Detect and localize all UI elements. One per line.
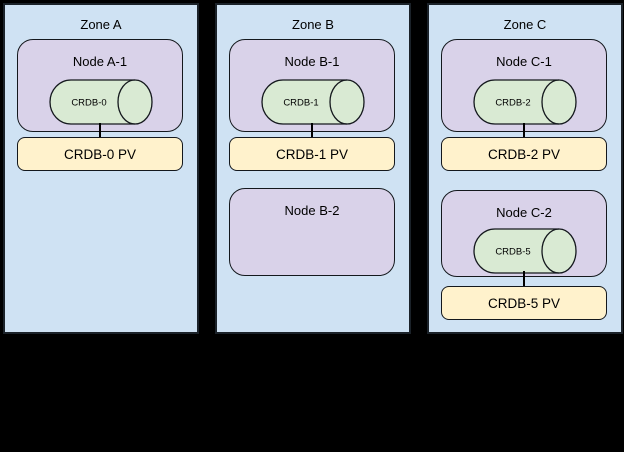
node-a1-label: Node A-1	[72, 54, 128, 69]
node-b1: Node B-1 CRDB-1	[229, 39, 395, 132]
crdb-1-label: CRDB-1	[283, 98, 318, 109]
node-c2: Node C-2 CRDB-5	[441, 190, 607, 277]
crdb-1-pv-label: CRDB-1 PV	[275, 146, 348, 162]
crdb-0-database-cylinder-icon: CRDB-0	[49, 79, 153, 125]
node-b1-to-pv-connector	[311, 123, 313, 138]
zone-c: Zone C Node C-1 CRDB-2 CRDB-2 PV Node C-…	[427, 3, 623, 334]
zone-b-title: Zone B	[292, 17, 334, 32]
node-c1: Node C-1 CRDB-2	[441, 39, 607, 132]
crdb-2-pv-box: CRDB-2 PV	[441, 137, 607, 171]
crdb-2-label: CRDB-2	[495, 98, 530, 109]
node-c1-to-pv-connector	[523, 123, 525, 138]
zone-a-title: Zone A	[80, 17, 122, 32]
node-b2: Node B-2	[229, 188, 395, 276]
crdb-1-pv-box: CRDB-1 PV	[229, 137, 395, 171]
crdb-0-label: CRDB-0	[71, 98, 106, 109]
crdb-5-database-cylinder-icon: CRDB-5	[473, 228, 577, 274]
crdb-1-database-cylinder-icon: CRDB-1	[261, 79, 365, 125]
node-a1-to-pv-connector	[99, 123, 101, 138]
cylinder-rim	[329, 79, 348, 125]
cylinder-rim	[541, 79, 560, 125]
crdb-0-pv-label: CRDB-0 PV	[63, 146, 136, 162]
cylinder-rim	[117, 79, 136, 125]
node-a1: Node A-1 CRDB-0	[17, 39, 183, 132]
node-b1-label: Node B-1	[284, 54, 340, 69]
node-b2-label: Node B-2	[284, 203, 340, 218]
node-c2-to-pv-connector	[523, 271, 525, 287]
node-c1-label: Node C-1	[496, 54, 552, 69]
crdb-5-pv-box: CRDB-5 PV	[441, 286, 607, 320]
crdb-2-database-cylinder-icon: CRDB-2	[473, 79, 577, 125]
crdb-0-pv-box: CRDB-0 PV	[17, 137, 183, 171]
zone-b: Zone B Node B-1 CRDB-1 CRDB-1 PV Node B-…	[215, 3, 411, 334]
node-c2-label: Node C-2	[496, 205, 552, 220]
crdb-5-pv-label: CRDB-5 PV	[487, 295, 560, 311]
zone-c-title: Zone C	[503, 17, 547, 32]
cylinder-rim	[541, 228, 560, 274]
crdb-2-pv-label: CRDB-2 PV	[487, 146, 560, 162]
zone-a: Zone A Node A-1 CRDB-0 CRDB-0 PV	[3, 3, 199, 334]
crdb-5-label: CRDB-5	[495, 247, 530, 258]
